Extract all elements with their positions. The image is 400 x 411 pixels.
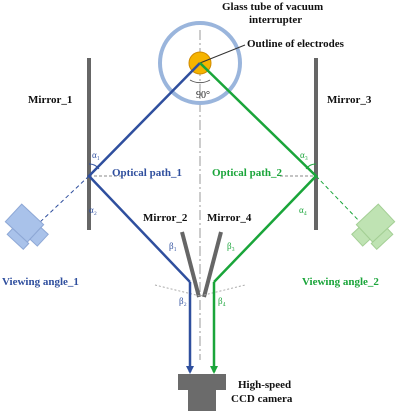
- mirror-2: [180, 231, 201, 298]
- ccd-camera-top: [178, 374, 226, 390]
- mirror-1-label: Mirror_1: [28, 94, 72, 106]
- mirror-2-normal: [154, 284, 201, 297]
- glass-tube-circle: [158, 21, 242, 105]
- mirror-4: [202, 231, 223, 298]
- viewing-angle-1-camera-icon: [4, 203, 49, 251]
- alpha-1-label: α₁: [92, 150, 100, 160]
- angle-90-label: 90°: [196, 90, 210, 101]
- alpha-3-label: α₃: [300, 150, 308, 160]
- ccd-camera-body: [188, 390, 216, 411]
- electrode-callout-line: [199, 44, 246, 64]
- beta-1-label: β₁: [169, 241, 177, 251]
- alpha-3-arc: [305, 163, 317, 170]
- glass-tube-label-line1: Glass tube of vacuum: [222, 1, 323, 13]
- camera-label-line2: CCD camera: [231, 393, 293, 405]
- beta-4-label: β₄: [218, 296, 226, 306]
- mirror-4-label: Mirror_4: [207, 212, 252, 224]
- alpha-2-label: α₂: [89, 205, 97, 215]
- viewing-angle-2-dashed: [315, 175, 363, 225]
- viewing-angle-1-label: Viewing angle_1: [2, 276, 79, 288]
- beta-2-label: β₂: [179, 296, 187, 306]
- viewing-angle-1-dashed: [37, 175, 90, 225]
- alpha-4-label: α₄: [299, 205, 307, 215]
- viewing-angle-2-camera-icon: [351, 203, 396, 251]
- alpha-1-arc: [88, 163, 100, 170]
- glass-tube-label-line2: interrupter: [249, 14, 302, 26]
- camera-label-line1: High-speed: [238, 379, 291, 391]
- optical-path-2-label: Optical path_2: [212, 167, 282, 179]
- viewing-angle-2-label: Viewing angle_2: [302, 276, 379, 288]
- electrodes-label: Outline of electrodes: [247, 38, 345, 50]
- angle-90-arc: [189, 79, 211, 84]
- mirror-3-label: Mirror_3: [327, 94, 372, 106]
- beta-3-label: β₃: [227, 241, 235, 251]
- mirror-2-label: Mirror_2: [143, 212, 188, 224]
- optical-path-1-label: Optical path_1: [112, 167, 182, 179]
